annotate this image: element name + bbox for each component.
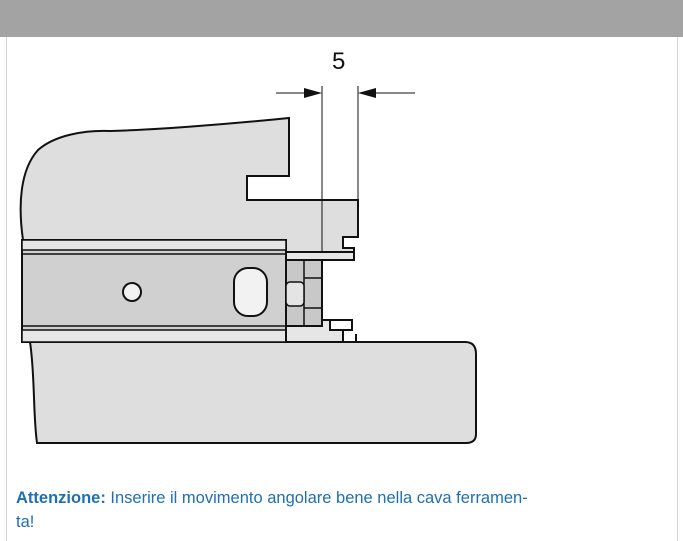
content-frame (6, 37, 678, 541)
rail-bottom-strip (21, 329, 287, 343)
caption-text-line1: Inserire il movimento angolare bene nell… (105, 489, 528, 507)
dimension-label: 5 (332, 48, 345, 75)
header-bar (0, 0, 683, 37)
technical-drawing: 5 (19, 48, 477, 444)
caption: Attenzione: Inserire il movimento angola… (16, 486, 666, 534)
rail-top-strip (21, 239, 287, 251)
dimension-arrow-left (304, 88, 322, 98)
slot-hole (233, 267, 268, 317)
caption-lead: Attenzione: (16, 489, 106, 507)
lower-hook-lip (330, 319, 357, 343)
drive-nut (285, 281, 305, 307)
round-hole (122, 282, 142, 302)
upper-profile-body (19, 116, 359, 253)
dimension-arrow-right (358, 88, 376, 98)
lower-frame-body (28, 341, 477, 444)
caption-text-line2: ta! (16, 513, 35, 531)
